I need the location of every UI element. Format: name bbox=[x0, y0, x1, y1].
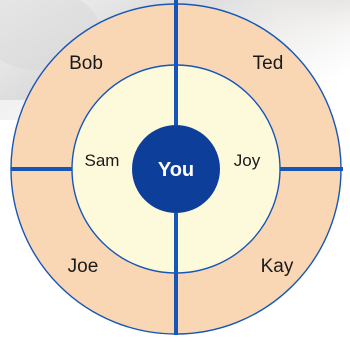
outer-label-joe: Joe bbox=[68, 256, 99, 277]
center-label: You bbox=[158, 159, 194, 181]
outer-label-bob: Bob bbox=[69, 53, 103, 74]
outer-label-ted: Ted bbox=[253, 53, 284, 74]
inner-label-joy: Joy bbox=[234, 151, 261, 170]
outer-label-kay: Kay bbox=[261, 256, 294, 277]
inner-label-sam: Sam bbox=[85, 151, 120, 170]
